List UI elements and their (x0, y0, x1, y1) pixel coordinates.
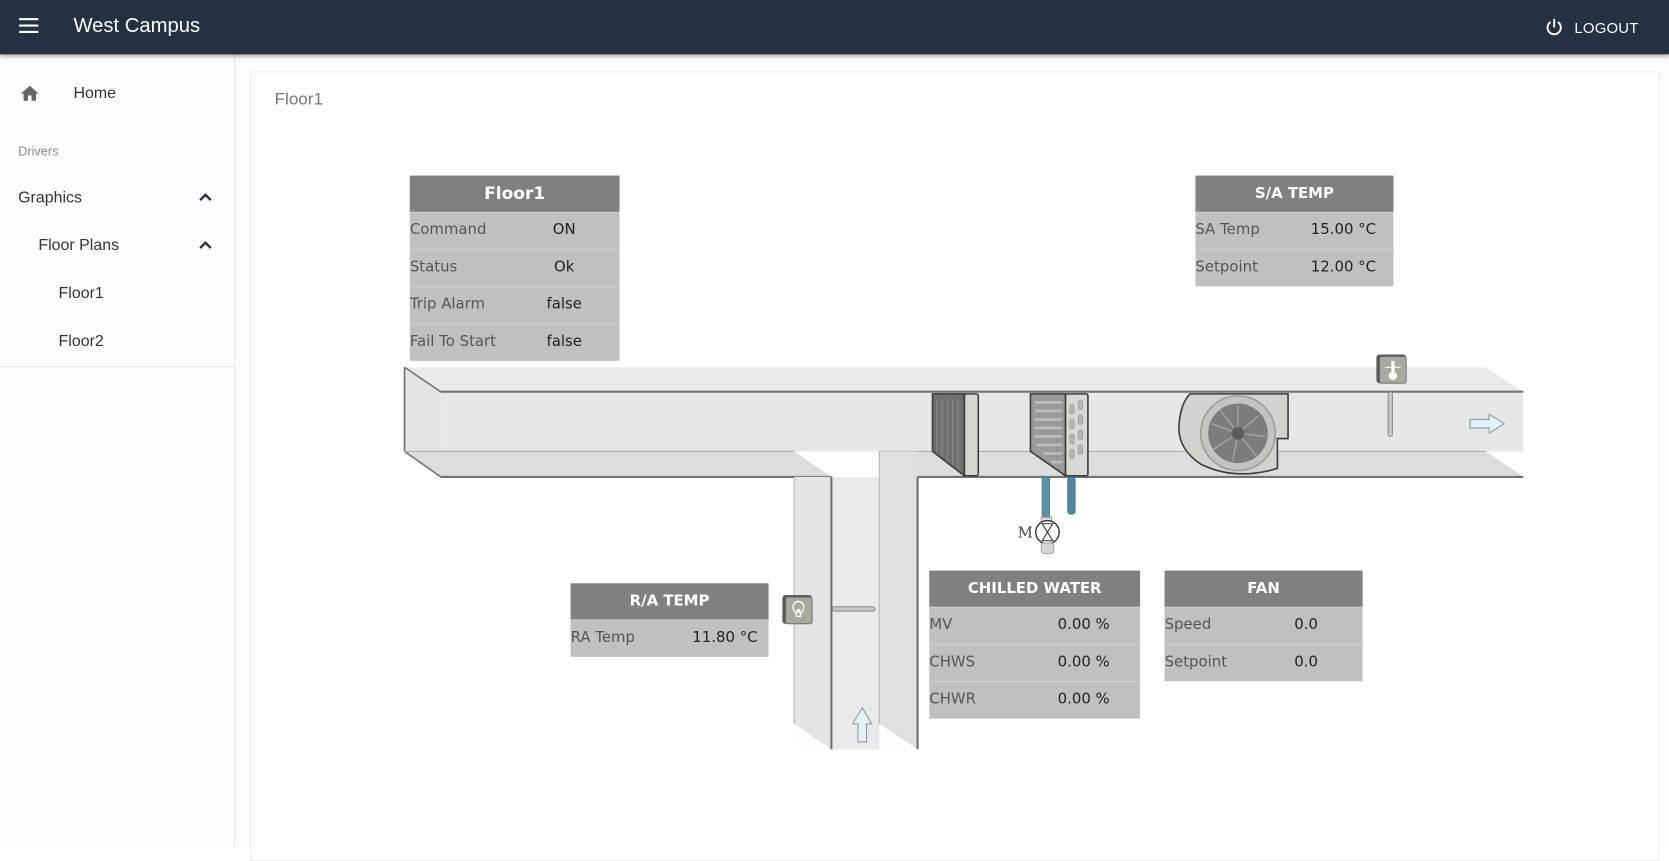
sidebar-item-floor-plans[interactable]: Floor Plans (0, 225, 234, 268)
row-label: Command (409, 221, 487, 239)
sidebar-item-floor2[interactable]: Floor2 (0, 320, 234, 363)
panel-title: Floor1 (409, 175, 620, 212)
row-label: Setpoint (1164, 653, 1228, 671)
row-label: Status (409, 258, 458, 276)
logout-label: LOGOUT (1574, 19, 1639, 37)
sidebar-item-label: Floor1 (58, 284, 104, 303)
panel-title: FAN (1164, 570, 1363, 607)
logout-button[interactable]: LOGOUT (1544, 15, 1639, 41)
sidebar-item-label: Floor Plans (38, 236, 120, 255)
chevron-up-icon[interactable] (198, 192, 213, 203)
sidebar-section-drivers: Drivers (18, 143, 59, 159)
app-title: West Campus (73, 14, 201, 38)
power-icon (1546, 18, 1562, 36)
panel-title: R/A TEMP (570, 583, 769, 620)
row-label: RA Temp (570, 629, 635, 647)
table-row: CHWS 0.00 % (929, 644, 1141, 681)
table-row: RA Temp 11.80 °C (570, 619, 769, 657)
mv-value[interactable]: 0.00 % (1057, 616, 1110, 634)
sidebar-item-graphics[interactable]: Graphics (0, 177, 234, 220)
status-value: Ok (553, 258, 575, 276)
sidebar-divider (0, 366, 235, 368)
page-title: Floor1 (274, 90, 323, 109)
table-row: Speed 0.0 (1164, 606, 1363, 644)
sa-setpoint-value[interactable]: 12.00 °C (1310, 258, 1377, 276)
fail-to-start-value: false (546, 333, 582, 351)
sidebar-item-label: Graphics (18, 188, 82, 207)
table-row[interactable]: Command ON (409, 211, 620, 249)
sidebar-item-home[interactable]: Home (0, 72, 234, 115)
row-label: Trip Alarm (409, 295, 486, 313)
chevron-up-icon[interactable] (198, 240, 213, 251)
top-app-bar: West Campus LOGOUT (0, 0, 1669, 55)
trip-alarm-value: false (546, 295, 582, 313)
row-label: Setpoint (1195, 258, 1258, 276)
floor1-status-panel: Floor1 Command ON Status Ok Trip Alarm f… (409, 175, 620, 361)
home-icon (20, 85, 39, 101)
table-row: SA Temp 15.00 °C (1195, 211, 1394, 249)
row-label: MV (929, 616, 953, 634)
sidebar-item-label: Home (73, 84, 117, 103)
row-label: Fail To Start (409, 333, 497, 351)
row-label: CHWR (929, 690, 977, 708)
row-label: SA Temp (1195, 221, 1260, 239)
table-row[interactable]: Setpoint 12.00 °C (1195, 249, 1394, 286)
table-row: Status Ok (409, 249, 620, 286)
panel-title: CHILLED WATER (929, 570, 1141, 607)
fan-panel: FAN Speed 0.0 Setpoint 0.0 (1164, 570, 1363, 682)
table-row: Trip Alarm false (409, 286, 620, 323)
fan-setpoint-value[interactable]: 0.0 (1294, 653, 1318, 671)
command-value[interactable]: ON (552, 221, 576, 239)
row-label: CHWS (929, 653, 976, 671)
panel-title: S/A TEMP (1195, 175, 1394, 212)
supply-air-temp-panel: S/A TEMP SA Temp 15.00 °C Setpoint 12.00… (1195, 175, 1394, 287)
hamburger-menu-icon[interactable] (19, 18, 40, 35)
table-row[interactable]: Setpoint 0.0 (1164, 644, 1363, 681)
ra-temp-value: 11.80 °C (692, 629, 758, 647)
table-row: CHWR 0.00 % (929, 681, 1141, 718)
sa-temp-value: 15.00 °C (1310, 221, 1377, 239)
chilled-water-panel: CHILLED WATER MV 0.00 % CHWS 0.00 % CHWR… (929, 570, 1141, 719)
sidebar-nav: Home Drivers Graphics Floor Plans Floor1… (0, 54, 236, 847)
sidebar-item-label: Floor2 (58, 332, 104, 351)
row-label: Speed (1164, 616, 1212, 634)
chwr-value: 0.00 % (1057, 690, 1110, 708)
fan-speed-value: 0.0 (1294, 616, 1318, 634)
sidebar-item-floor1[interactable]: Floor1 (0, 273, 234, 316)
return-air-temp-panel: R/A TEMP RA Temp 11.80 °C (570, 583, 769, 657)
table-row[interactable]: MV 0.00 % (929, 606, 1141, 644)
chws-value: 0.00 % (1057, 653, 1110, 671)
table-row: Fail To Start false (409, 323, 620, 361)
